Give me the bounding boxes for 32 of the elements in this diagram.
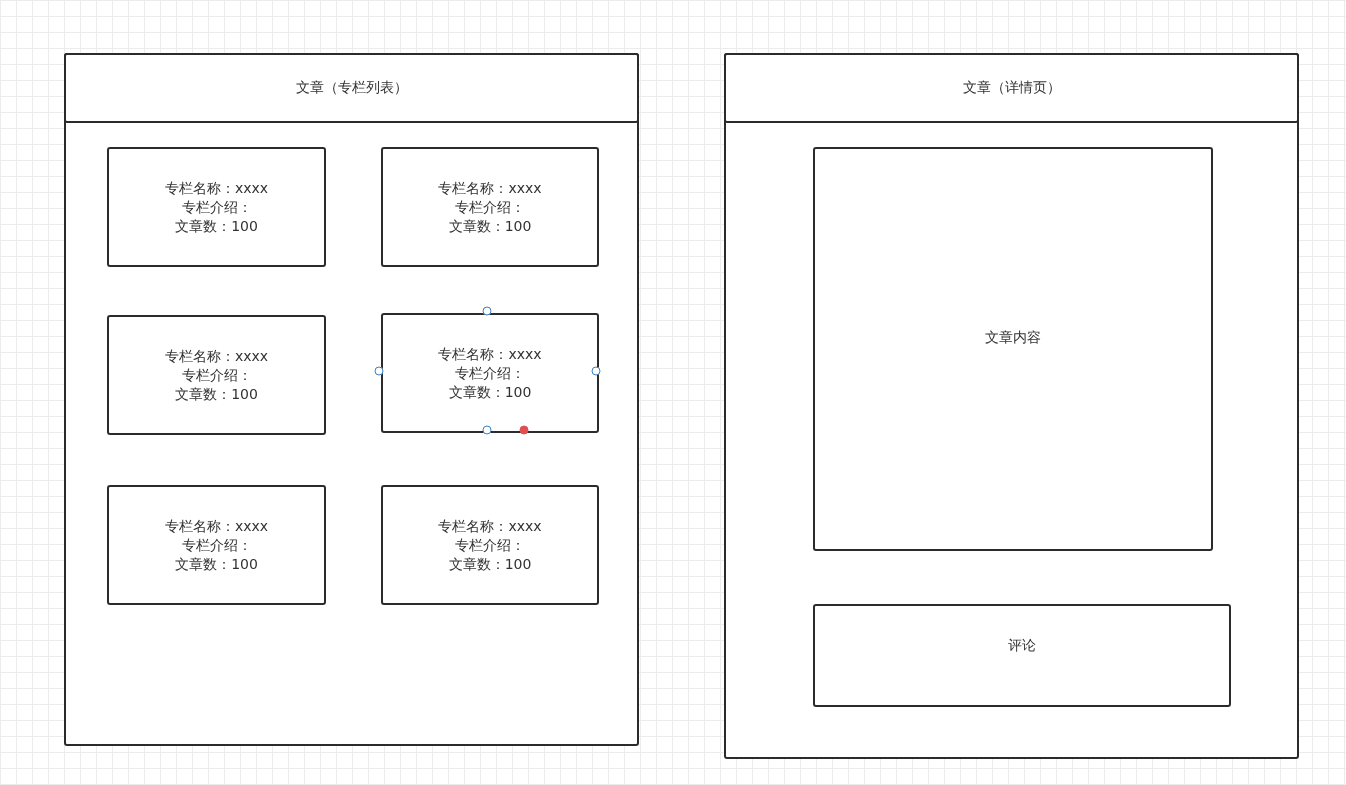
page-header: 文章（专栏列表）	[64, 53, 639, 123]
card-text: 专栏介绍：	[455, 197, 525, 217]
card-text: 文章数：100	[175, 384, 258, 404]
page-frame	[64, 53, 639, 746]
content-box	[813, 147, 1213, 551]
card-text: 文章数：100	[448, 216, 532, 236]
card-text: 专栏名称：xxxx	[438, 516, 542, 536]
column-card	[107, 315, 326, 435]
card-text: 专栏介绍：	[455, 535, 525, 555]
column-card	[381, 147, 599, 267]
card-text: 专栏介绍：	[455, 363, 525, 383]
card-text: 专栏介绍：	[181, 535, 252, 555]
card-text: 专栏介绍：	[181, 365, 252, 385]
card-text: 专栏介绍：	[181, 197, 252, 217]
column-card	[381, 313, 599, 433]
column-card	[381, 485, 599, 605]
comment-box	[813, 604, 1231, 707]
page-header: 文章（详情页）	[724, 53, 1299, 123]
card-text: 专栏名称：xxxx	[438, 178, 542, 198]
card-text: 专栏名称：xxxx	[438, 344, 542, 364]
card-text: 文章数：100	[448, 382, 532, 402]
card-text: 专栏名称：xxxx	[164, 178, 269, 198]
page-frame	[724, 53, 1299, 759]
card-text: 文章数：100	[175, 554, 258, 574]
card-text: 文章内容	[985, 327, 1041, 347]
column-card	[107, 147, 326, 267]
card-text: 评论	[1008, 636, 1036, 655]
card-text: 专栏名称：xxxx	[164, 346, 269, 366]
card-text: 专栏名称：xxxx	[164, 516, 269, 536]
card-text: 文章数：100	[175, 216, 258, 236]
column-card	[107, 485, 326, 605]
card-text: 文章数：100	[448, 554, 532, 574]
